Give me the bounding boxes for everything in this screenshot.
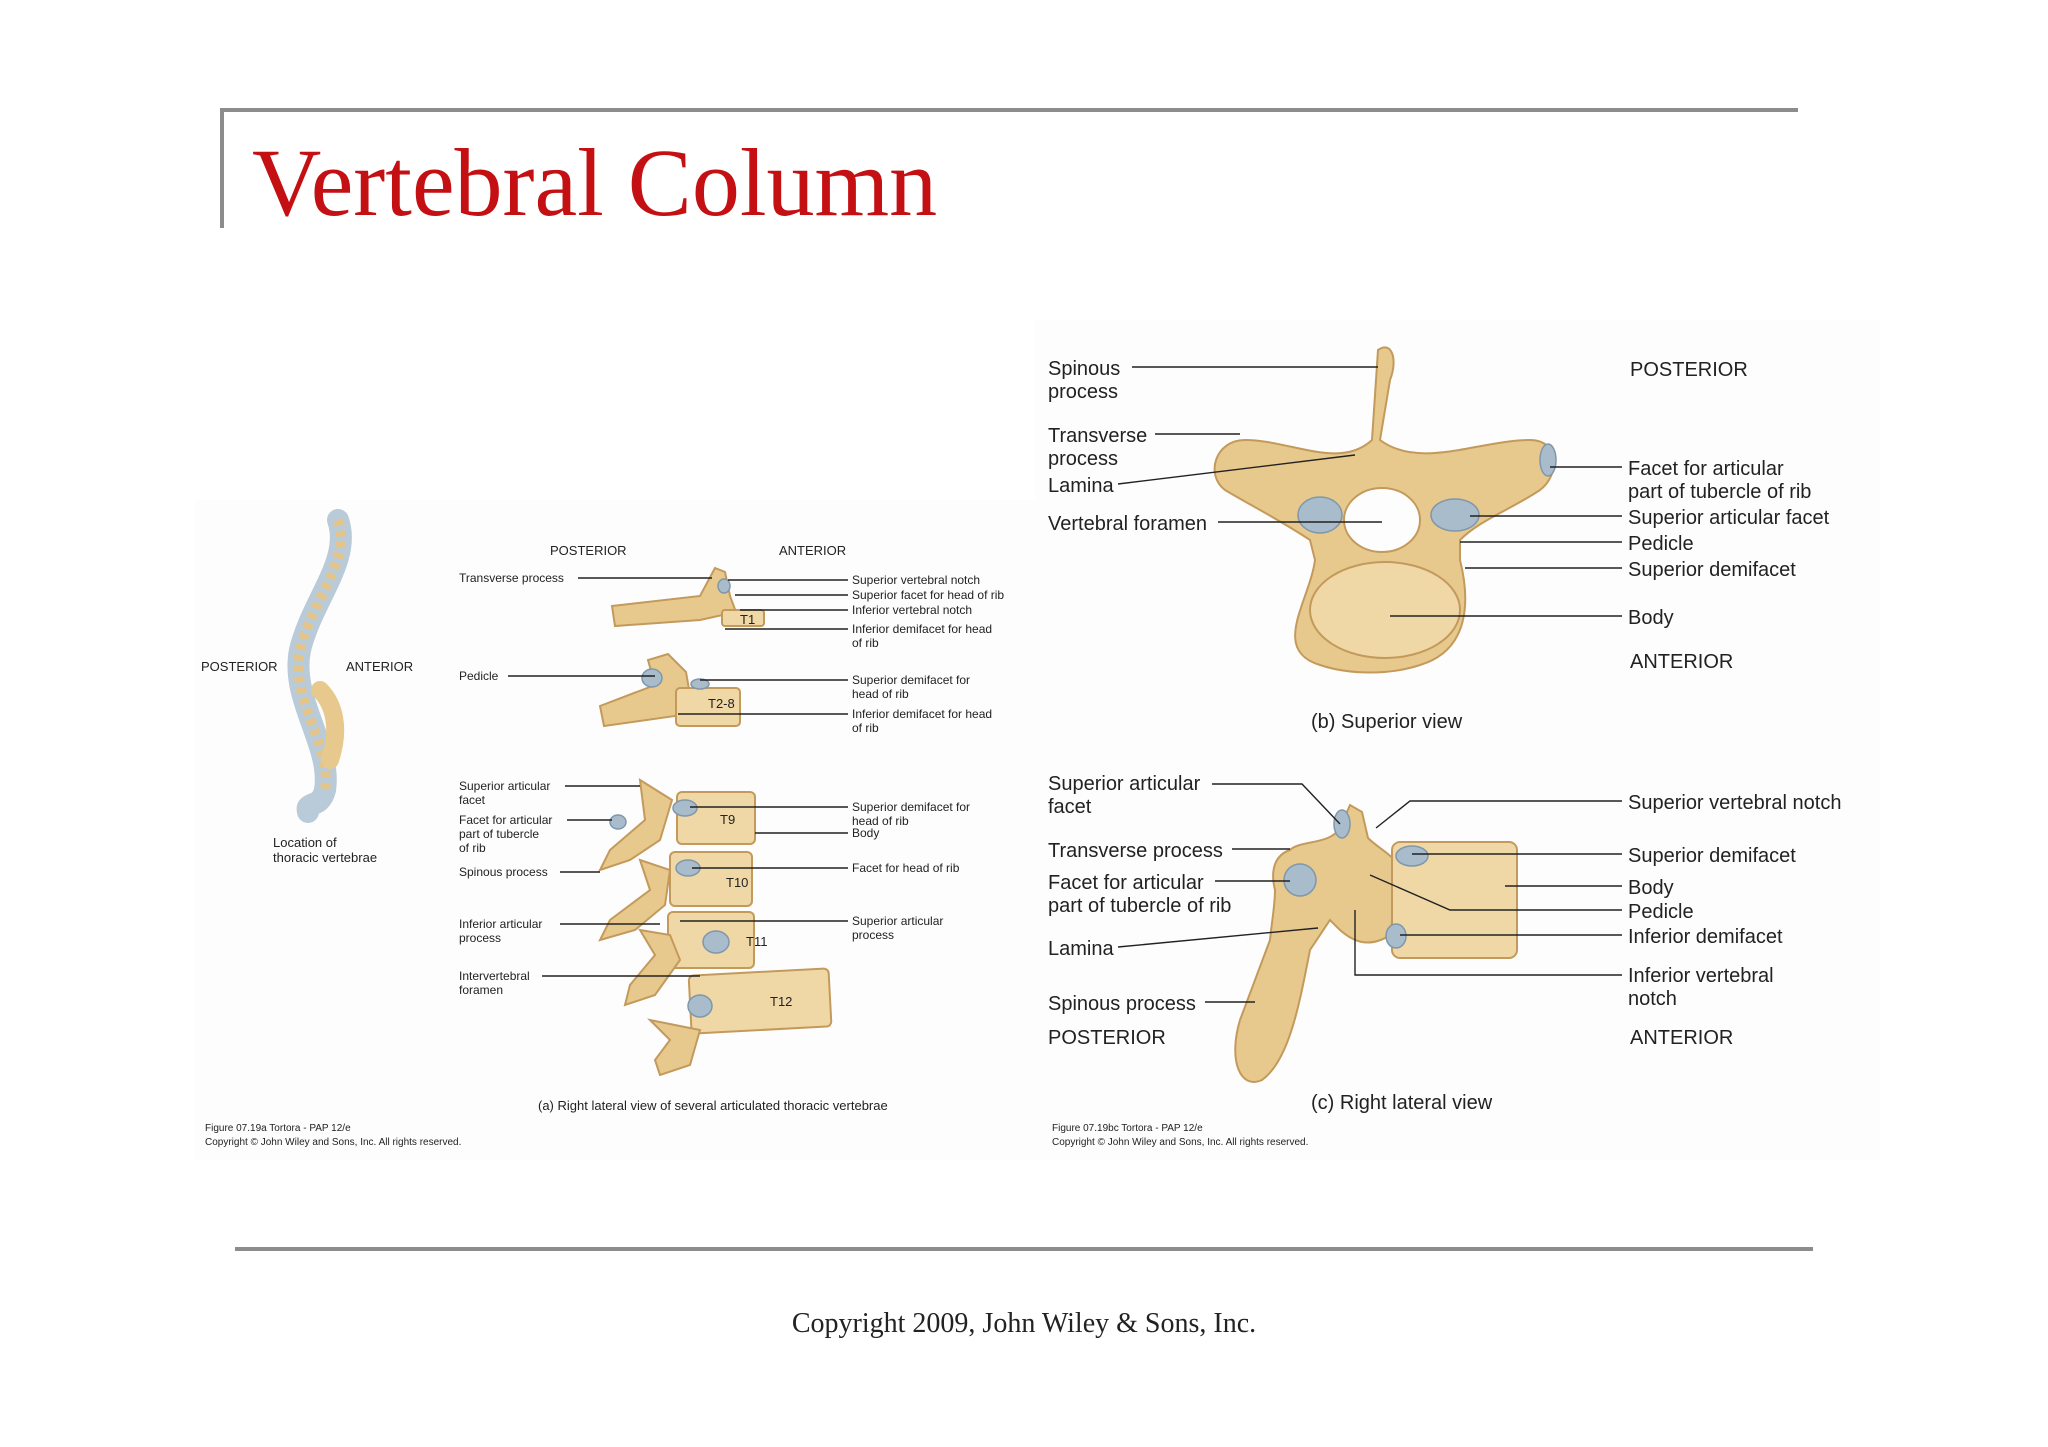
label-facet-articular-tubercle-a-1: Facet for articular (459, 813, 552, 827)
label-transverse-process-a: Transverse process (459, 571, 564, 585)
label-transverse-process-b-2: process (1048, 448, 1118, 470)
location-caption-line1: Location of (273, 835, 337, 850)
tag-t11: T11 (746, 934, 767, 949)
fig-a-credit-line2: Copyright © John Wiley and Sons, Inc. Al… (205, 1137, 461, 1148)
label-superior-demifacet-t9-1: Superior demifacet for (852, 800, 970, 814)
label-transverse-process-b-1: Transverse (1048, 425, 1147, 447)
tag-t2-8: T2-8 (708, 696, 735, 711)
fig-a-posterior-header: POSTERIOR (550, 543, 627, 558)
fig-c-caption: (c) Right lateral view (1311, 1092, 1493, 1114)
label-superior-vertebral-notch-a: Superior vertebral notch (852, 573, 980, 587)
label-body-c: Body (1628, 877, 1674, 899)
superior-view-vertebra (1213, 346, 1557, 674)
label-facet-tubercle-b-2: part of tubercle of rib (1628, 481, 1811, 503)
label-inferior-demifacet-t2-2: of rib (852, 721, 879, 735)
label-spinous-process-a: Spinous process (459, 865, 548, 879)
label-lamina-b: Lamina (1048, 475, 1114, 497)
lateral-view-vertebra (1234, 803, 1518, 1083)
label-facet-tubercle-c-2: part of tubercle of rib (1048, 895, 1231, 917)
label-superior-articular-facet-c-1: Superior articular (1048, 773, 1201, 795)
leader-line (1375, 800, 1622, 829)
leader-line (1354, 910, 1622, 976)
label-inferior-vertebral-notch-c-2: notch (1628, 988, 1677, 1010)
fig-c-anterior-label: ANTERIOR (1630, 1027, 1733, 1049)
fig-c-credit-line1: Figure 07.19bc Tortora - PAP 12/e (1052, 1123, 1203, 1134)
fig-b-posterior-label: POSTERIOR (1630, 359, 1748, 381)
label-inferior-vertebral-notch-a: Inferior vertebral notch (852, 603, 972, 617)
label-inferior-articular-process-a-1: Inferior articular (459, 917, 542, 931)
label-facet-articular-tubercle-a-3: of rib (459, 841, 486, 855)
label-superior-articular-process-a-1: Superior articular (852, 914, 943, 928)
label-inferior-demifacet-c: Inferior demifacet (1628, 926, 1783, 948)
t2-8-vertebra (598, 652, 741, 728)
fig-b-right-labels: Facet for articular part of tubercle of … (1390, 458, 1830, 629)
leader-line (1117, 927, 1319, 948)
label-superior-articular-facet-c-2: facet (1048, 796, 1092, 818)
label-intervertebral-foramen-2: foramen (459, 983, 503, 997)
spine-posterior-label: POSTERIOR (201, 659, 278, 674)
label-superior-articular-facet-a-2: facet (459, 793, 486, 807)
label-facet-head-of-rib: Facet for head of rib (852, 861, 960, 875)
label-facet-articular-tubercle-a-2: part of tubercle (459, 827, 539, 841)
fig-a-left-labels: Transverse process Pedicle Superior arti… (459, 571, 712, 997)
label-inferior-demifacet-t1-2: of rib (852, 636, 879, 650)
label-inferior-demifacet-t1-1: Inferior demifacet for head (852, 622, 992, 636)
location-caption-line2: thoracic vertebrae (273, 850, 377, 865)
fig-c-left-labels: Superior articular facet Transverse proc… (1048, 773, 1341, 1015)
label-spinous-process-b-2: process (1048, 381, 1118, 403)
bottom-rule (235, 1247, 1813, 1251)
label-inferior-vertebral-notch-c-1: Inferior vertebral (1628, 965, 1774, 987)
label-facet-tubercle-b-1: Facet for articular (1628, 458, 1784, 480)
tag-t9: T9 (720, 812, 735, 827)
label-vertebral-foramen: Vertebral foramen (1048, 513, 1207, 535)
label-inferior-articular-process-a-2: process (459, 931, 501, 945)
label-pedicle-b: Pedicle (1628, 533, 1694, 555)
label-transverse-process-c: Transverse process (1048, 840, 1223, 862)
label-facet-tubercle-c-1: Facet for articular (1048, 872, 1204, 894)
fig-c-credit-line2: Copyright © John Wiley and Sons, Inc. Al… (1052, 1137, 1308, 1148)
fig-a-anterior-header: ANTERIOR (779, 543, 846, 558)
leader-line (1117, 454, 1356, 485)
label-superior-demifacet-t2-1: Superior demifacet for (852, 673, 970, 687)
label-superior-facet-head-rib: Superior facet for head of rib (852, 588, 1004, 602)
copyright-footer: Copyright 2009, John Wiley & Sons, Inc. (791, 1308, 1257, 1339)
label-superior-demifacet-t9-2: head of rib (852, 814, 909, 828)
label-spinous-process-b-1: Spinous (1048, 358, 1120, 380)
tag-t1: T1 (740, 612, 755, 627)
fig-c-right-labels: Superior vertebral notch Superior demifa… (1354, 792, 1841, 1010)
tag-t10: T10 (726, 875, 748, 890)
left-rule (220, 108, 224, 228)
fig-a-right-labels: Superior vertebral notch Superior facet … (678, 573, 1004, 942)
label-superior-vertebral-notch-c: Superior vertebral notch (1628, 792, 1841, 814)
label-superior-demifacet-c: Superior demifacet (1628, 845, 1796, 867)
fig-a-credit-line1: Figure 07.19a Tortora - PAP 12/e (205, 1123, 351, 1134)
label-intervertebral-foramen-1: Intervertebral (459, 969, 530, 983)
label-superior-articular-facet-b: Superior articular facet (1628, 507, 1830, 529)
label-body-b: Body (1628, 607, 1674, 629)
spine-anterior-label: ANTERIOR (346, 659, 413, 674)
label-inferior-demifacet-t2-1: Inferior demifacet for head (852, 707, 992, 721)
label-lamina-c: Lamina (1048, 938, 1114, 960)
label-superior-articular-process-a-2: process (852, 928, 894, 942)
fig-c-posterior-label: POSTERIOR (1048, 1027, 1166, 1049)
label-superior-demifacet-t2-2: head of rib (852, 687, 909, 701)
label-pedicle-c: Pedicle (1628, 901, 1694, 923)
label-superior-demifacet-b: Superior demifacet (1628, 559, 1796, 581)
top-rule (220, 108, 1798, 112)
t9-t12-stack (598, 778, 833, 1077)
label-pedicle-a: Pedicle (459, 669, 499, 683)
label-body-a: Body (852, 826, 879, 840)
tag-t12: T12 (770, 994, 792, 1009)
leader-line (1369, 874, 1622, 911)
label-superior-articular-facet-a-1: Superior articular (459, 779, 550, 793)
leader-line (1212, 783, 1341, 825)
label-spinous-process-c: Spinous process (1048, 993, 1196, 1015)
fig-b-caption: (b) Superior view (1311, 711, 1463, 733)
fig-b-left-labels: Spinous process Transverse process Lamin… (1048, 358, 1382, 535)
fig-b-anterior-label: ANTERIOR (1630, 651, 1733, 673)
fig-a-caption: (a) Right lateral view of several articu… (538, 1098, 888, 1113)
spine-illustration (287, 509, 352, 823)
slide-title: Vertebral Column (252, 129, 938, 236)
